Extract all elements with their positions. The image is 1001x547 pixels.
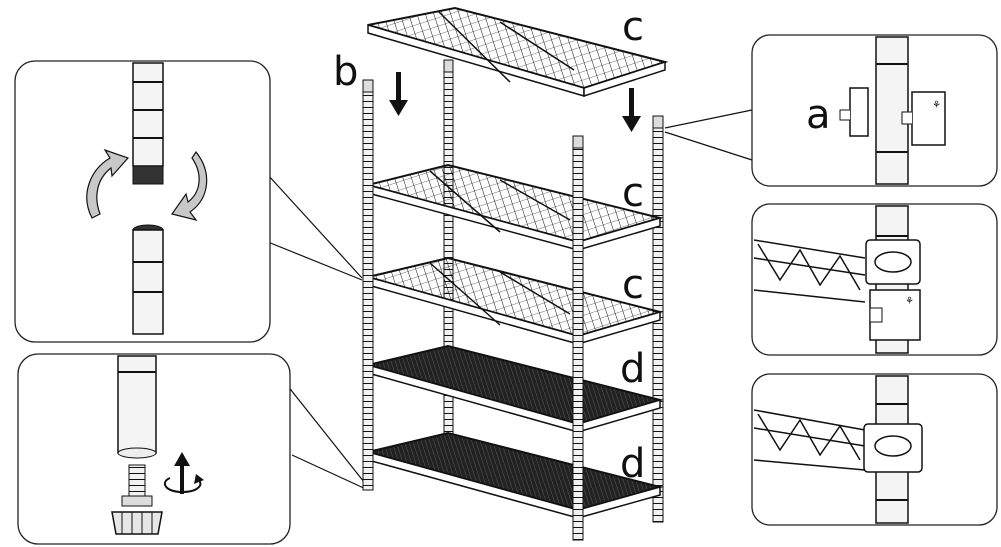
shelf-3 bbox=[364, 256, 664, 346]
label-d-shelf-5: d bbox=[620, 441, 645, 487]
rotate-arrow-icon bbox=[171, 150, 208, 221]
top-shelf bbox=[367, 6, 669, 98]
svg-text:⚘: ⚘ bbox=[932, 100, 941, 111]
shelf-over-clip-panel: ⚘ bbox=[751, 203, 998, 356]
shelf-4 bbox=[364, 344, 664, 434]
plastic-clip-half-left bbox=[839, 87, 869, 137]
down-arrow-icon bbox=[622, 88, 641, 132]
callout-lines bbox=[267, 109, 753, 491]
shelf-2 bbox=[364, 163, 664, 252]
label-d-shelf-4: d bbox=[620, 346, 645, 392]
clip-panel: ⚘ a bbox=[751, 34, 998, 187]
leveling-foot bbox=[111, 464, 163, 535]
label-a: a bbox=[806, 92, 831, 138]
label-c-shelf-2: c bbox=[622, 170, 644, 216]
shelf-seated-panel bbox=[751, 373, 998, 526]
rotate-arrow-icon bbox=[86, 148, 130, 219]
front-left-pole bbox=[362, 79, 374, 491]
svg-text:⚘: ⚘ bbox=[905, 296, 914, 307]
shelf-unit: b c c c d d bbox=[333, 4, 669, 541]
wire-shelf-corner bbox=[753, 239, 921, 303]
screw-up-arrow-icon bbox=[163, 452, 204, 494]
front-right-pole bbox=[572, 135, 584, 541]
down-arrow-icon bbox=[389, 72, 408, 116]
pole-connection-panel bbox=[14, 60, 271, 343]
shelf-5 bbox=[367, 431, 664, 519]
label-c-shelf-3: c bbox=[622, 262, 644, 308]
threaded-end bbox=[132, 165, 164, 185]
label-b: b bbox=[333, 49, 358, 95]
leveling-foot-panel bbox=[17, 353, 291, 545]
plastic-clip: ⚘ bbox=[869, 289, 921, 341]
plastic-clip-half-right: ⚘ bbox=[901, 91, 946, 146]
wire-shelf-corner bbox=[753, 409, 923, 473]
label-c-top: c bbox=[622, 4, 644, 50]
